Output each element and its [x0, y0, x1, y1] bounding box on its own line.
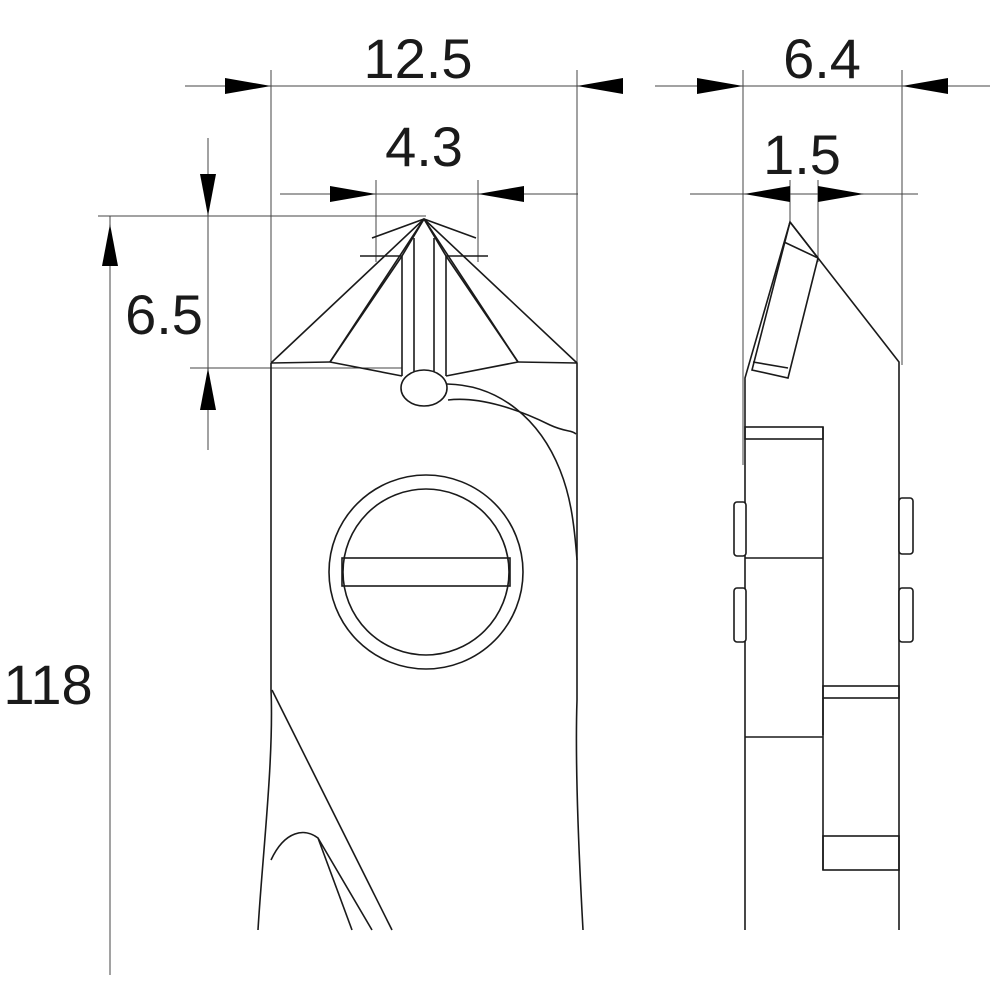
dim-label-side-width: 6.4 [783, 27, 861, 90]
screw-outer-ring [328, 474, 524, 670]
screw-inner-ring [342, 488, 510, 656]
side-blade-base [752, 361, 789, 369]
arrow-overall-width-right [577, 78, 623, 94]
head-facet-left-base [329, 361, 403, 377]
side-blade-facet [751, 220, 819, 379]
head-shoulder-left [270, 361, 331, 364]
head-facet-top [371, 218, 477, 239]
head-facet-right-base [445, 361, 519, 377]
front-body-outline [270, 217, 584, 931]
head-outer-left [329, 218, 425, 363]
arrow-tip-width-left [330, 186, 376, 202]
head-outer-right [423, 218, 519, 363]
joint-bump [400, 369, 448, 407]
arrow-head-height-bottom [200, 368, 216, 410]
side-outline-right [789, 221, 900, 930]
arrow-side-tip-left [744, 186, 790, 202]
side-blade-ridge [783, 241, 819, 259]
side-lower-block [822, 835, 900, 871]
arrow-tip-width-right [478, 186, 524, 202]
screw-slot [341, 557, 511, 587]
head-shoulder-right [517, 361, 578, 364]
side-view [733, 220, 914, 930]
side-rivet-left-lower [733, 587, 747, 643]
handle-line-3 [317, 837, 353, 931]
front-body-left-edge [257, 363, 273, 931]
side-rivet-left-upper [733, 501, 747, 557]
handle-line-2 [270, 831, 373, 931]
dim-label-tip-width: 4.3 [385, 115, 463, 178]
arrow-head-height-top [200, 174, 216, 216]
arrow-side-width-right [902, 78, 948, 94]
side-band-top [744, 426, 824, 440]
arrow-side-tip-right [818, 186, 864, 202]
handle-line-1 [271, 689, 393, 931]
side-outline-left [744, 221, 791, 930]
side-rivet-right-upper [898, 497, 914, 555]
side-band-bottom [822, 685, 900, 699]
jaw-curve-outer [446, 383, 578, 561]
front-view [257, 217, 584, 931]
dimension-lines [98, 70, 990, 975]
arrow-overall-length-top [102, 224, 118, 266]
dim-label-overall-length: 118 [3, 653, 92, 716]
arrow-side-width-left [697, 78, 743, 94]
dim-label-head-height: 6.5 [125, 283, 203, 346]
jaw-curve-inner [447, 398, 577, 435]
dim-label-overall-width: 12.5 [364, 27, 473, 90]
arrow-overall-width-left [225, 78, 271, 94]
dim-label-side-tip: 1.5 [763, 123, 841, 186]
side-rivet-right-lower [898, 587, 914, 643]
dimension-labels: 12.5 4.3 6.5 118 6.4 1.5 [3, 27, 861, 716]
